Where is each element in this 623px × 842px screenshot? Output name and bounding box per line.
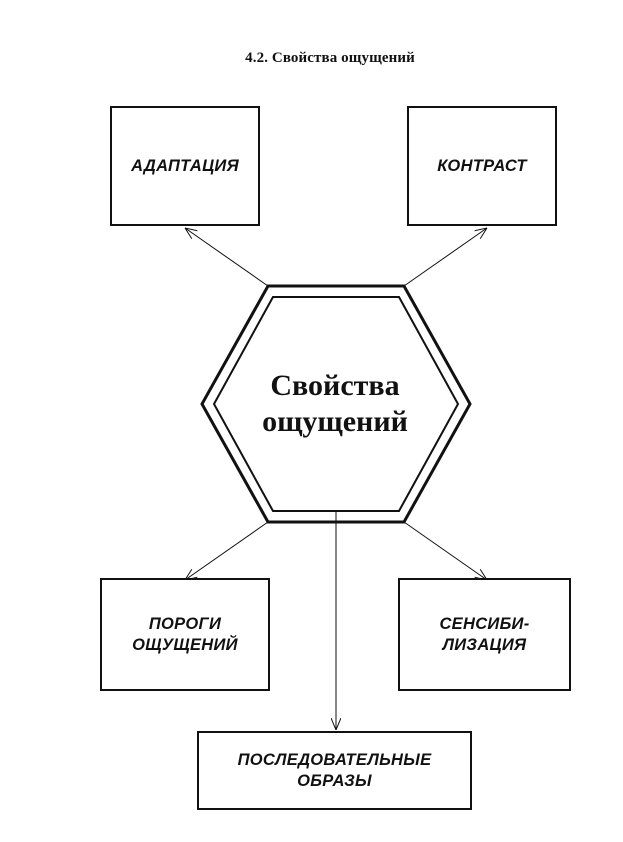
node-sensitization: СЕНСИБИ- ЛИЗАЦИЯ bbox=[398, 578, 571, 691]
center-label: Свойства ощущений bbox=[215, 368, 455, 440]
node-adaptation-label: АДАПТАЦИЯ bbox=[131, 156, 239, 175]
center-label-line2: ощущений bbox=[262, 405, 408, 438]
arrow-to-sensitization bbox=[403, 521, 487, 580]
node-afterimages: ПОСЛЕДОВАТЕЛЬНЫЕ ОБРАЗЫ bbox=[197, 731, 472, 810]
node-contrast: КОНТРАСТ bbox=[407, 106, 557, 226]
center-label-line1: Свойства bbox=[270, 369, 400, 402]
node-thresholds: ПОРОГИ ОЩУЩЕНИЙ bbox=[100, 578, 270, 691]
center-hexagon-inner bbox=[212, 296, 460, 512]
node-sensitization-label: СЕНСИБИ- ЛИЗАЦИЯ bbox=[439, 614, 530, 654]
node-contrast-label: КОНТРАСТ bbox=[437, 156, 527, 175]
arrow-to-contrast bbox=[403, 228, 487, 287]
node-afterimages-label: ПОСЛЕДОВАТЕЛЬНЫЕ ОБРАЗЫ bbox=[237, 750, 432, 790]
diagram-title: 4.2. Свойства ощущений bbox=[245, 50, 415, 66]
arrow-to-adaptation bbox=[185, 228, 269, 287]
arrow-to-thresholds bbox=[185, 521, 269, 580]
node-thresholds-label: ПОРОГИ ОЩУЩЕНИЙ bbox=[132, 614, 238, 654]
node-adaptation: АДАПТАЦИЯ bbox=[110, 106, 260, 226]
